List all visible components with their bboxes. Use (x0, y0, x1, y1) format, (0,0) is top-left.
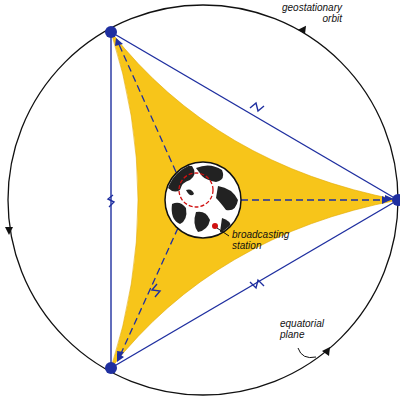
link-arrowheads (115, 38, 394, 362)
earth (165, 162, 241, 238)
satellites (105, 26, 400, 374)
callout-label: broadcasting station (232, 229, 298, 251)
radio-zigzag (108, 103, 264, 297)
uplink-dashed (117, 40, 388, 360)
callout-label: equatorial plane (280, 318, 336, 340)
callout-label: geostationary orbit (276, 2, 342, 24)
orbit-arrow (322, 347, 330, 356)
satellite-links (111, 32, 398, 368)
orbit-arrow (298, 26, 306, 34)
coverage-area (111, 32, 398, 368)
orbit-circle (8, 5, 398, 395)
orbit-arrow (5, 227, 13, 235)
polar-circle (179, 173, 213, 207)
continents (168, 165, 238, 233)
